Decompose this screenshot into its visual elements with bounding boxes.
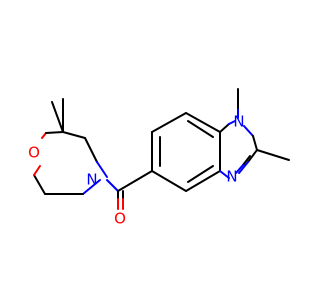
bond — [151, 170, 187, 192]
bond — [82, 179, 101, 195]
bond — [247, 149, 258, 163]
bond — [62, 131, 86, 139]
bond — [151, 112, 187, 133]
amide-linker — [106, 170, 153, 210]
bond — [235, 164, 244, 174]
bond — [187, 165, 214, 183]
bond — [51, 101, 64, 133]
bond — [185, 112, 221, 133]
atom-label-ring-nitrogen: N — [86, 171, 97, 189]
bond — [84, 137, 98, 163]
morpholine-ring — [33, 101, 108, 195]
bond — [106, 179, 119, 192]
bond — [41, 132, 47, 139]
bond — [256, 149, 290, 161]
bond — [219, 170, 230, 179]
methyl-groups — [62, 88, 290, 161]
bond — [117, 170, 153, 192]
atom-label-ring-oxygen: O — [28, 144, 40, 162]
bond — [45, 131, 64, 134]
bond — [252, 135, 258, 151]
bond — [33, 165, 41, 176]
atom-label-imidazole-n3: N — [226, 168, 237, 186]
molecule-structure-diagram: O N O N N — [28, 88, 290, 228]
bond — [242, 155, 251, 166]
bond — [219, 123, 230, 133]
atom-label-imidazole-n1: N — [233, 113, 244, 131]
atom-label-carbonyl-oxygen: O — [114, 210, 126, 228]
bond — [96, 161, 108, 178]
bond — [238, 161, 249, 174]
bond — [185, 170, 221, 192]
bond — [228, 120, 236, 125]
bond — [187, 120, 214, 138]
bond — [243, 125, 254, 137]
bond — [33, 174, 46, 195]
benzimidazole-ring — [151, 112, 258, 192]
